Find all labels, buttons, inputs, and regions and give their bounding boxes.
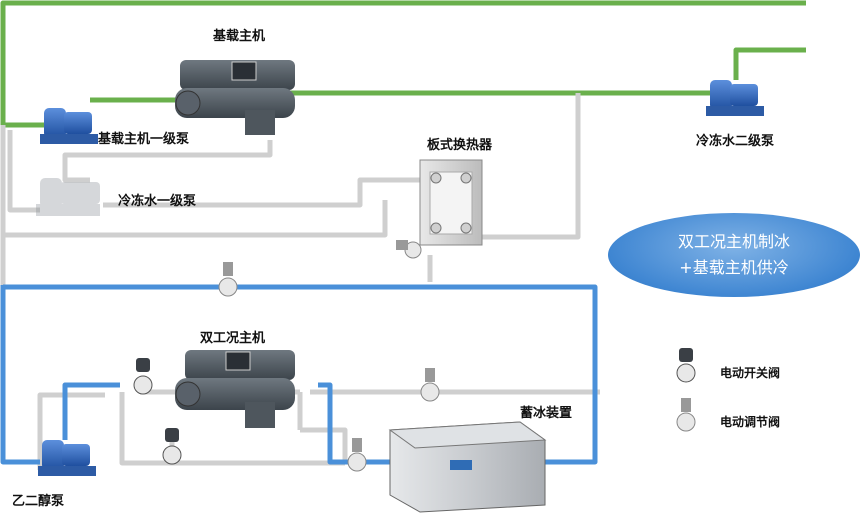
chilled-pump-2-icon [706,80,764,116]
chilled-pump-1-icon [36,178,100,216]
base-chiller-label: 基载主机 [213,29,266,44]
on-off-valve-icon [162,428,182,465]
regulating-valve-icon [420,368,440,402]
base-chiller-pump-icon [40,108,98,144]
green-pipes [0,0,806,128]
callout-line-2: +基载主机供冷 [679,258,789,277]
dual-chiller-label: 双工况主机 [200,331,266,346]
glycol-pump-icon [38,440,96,476]
legend-on-off-valve-icon [676,348,696,383]
callout-line-1: 双工况主机制冰 [677,232,790,251]
gray-pipes [0,93,600,470]
regulating-valve-icon [396,240,422,259]
legend-regulating-valve-icon [676,398,696,432]
dual-chiller [175,350,295,428]
regulating-valve-icon [218,262,238,297]
legend-regulating-valve-label: 电动调节阀 [720,415,781,429]
glycol-pump-label: 乙二醇泵 [12,494,65,509]
mode-callout: 双工况主机制冰 +基载主机供冷 [608,213,860,297]
ice-storage-label: 蓄冰装置 [520,406,573,421]
blue-pipes [0,284,598,465]
on-off-valve-icon [133,358,153,395]
plate-heat-exchanger [419,159,483,246]
plate-hx-label: 板式换热器 [427,138,493,153]
legend-on-off-valve-label: 电动开关阀 [720,366,781,380]
chilled-pump-1-label: 冷冻水一级泵 [118,194,197,209]
ice-storage-unit [388,421,547,513]
base-chiller [175,60,295,135]
chilled-pump-2-label: 冷冻水二级泵 [696,134,775,149]
regulating-valve-icon [347,438,367,472]
base-chiller-pump-label: 基载主机一级泵 [98,132,190,147]
